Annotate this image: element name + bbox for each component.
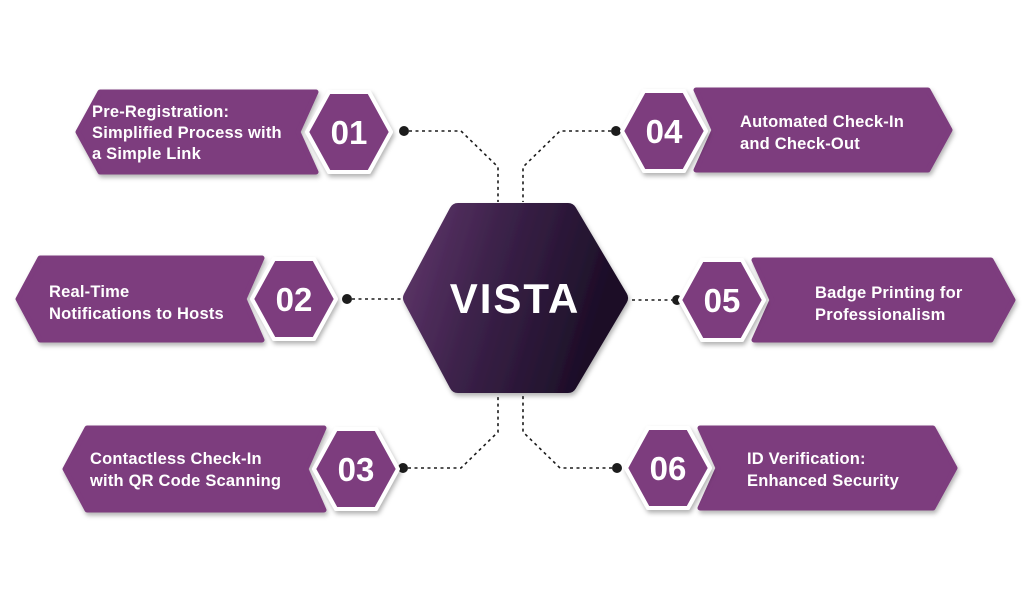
feature-banner-04 <box>693 87 953 173</box>
center-hexagon <box>403 203 628 393</box>
number-hexagon-04 <box>620 89 708 173</box>
feature-banner-02 <box>15 255 265 343</box>
number-label-03: 03 <box>338 451 375 488</box>
feature-text-02-line1: Real-Time <box>49 283 129 301</box>
connector-dot-06 <box>612 463 622 473</box>
feature-text-01-line1: Pre-Registration: <box>92 103 229 121</box>
feature-text-03-line1: Contactless Check-In <box>90 450 262 468</box>
feature-text-01-line3: a Simple Link <box>92 145 202 163</box>
connector-dot-02 <box>342 294 352 304</box>
connectors <box>342 126 682 473</box>
feature-text-04-line2: and Check-Out <box>740 135 860 153</box>
connector-dot-01 <box>399 126 409 136</box>
feature-text-06-line1: ID Verification: <box>747 450 866 468</box>
number-label-02: 02 <box>276 281 313 318</box>
feature-item-06: ID Verification: Enhanced Security 06 <box>624 425 958 511</box>
feature-text-05-line1: Badge Printing for <box>815 284 963 302</box>
feature-text-04-line1: Automated Check-In <box>740 113 904 131</box>
connector-line-06 <box>522 394 612 469</box>
connector-dot-03 <box>398 463 408 473</box>
connector-line-04 <box>522 130 611 202</box>
feature-item-02: Real-Time Notifications to Hosts 02 <box>15 255 338 343</box>
number-hexagon-01 <box>305 90 393 174</box>
feature-text-03-line2: with QR Code Scanning <box>89 472 281 490</box>
number-label-06: 06 <box>650 450 687 487</box>
center-hexagon-group: VISTA <box>403 203 628 393</box>
center-title: VISTA <box>450 275 581 322</box>
number-hexagon-05 <box>678 258 766 342</box>
connector-line-01 <box>409 130 499 202</box>
connector-line-03 <box>408 394 499 469</box>
feature-banner-05 <box>751 257 1016 343</box>
feature-item-04: Automated Check-In and Check-Out 04 <box>620 87 953 173</box>
number-hexagon-02 <box>250 257 338 341</box>
feature-item-03: Contactless Check-In with QR Code Scanni… <box>62 425 400 513</box>
connector-dot-04 <box>611 126 621 136</box>
feature-text-06-line2: Enhanced Security <box>747 472 900 490</box>
number-label-05: 05 <box>704 282 741 319</box>
feature-item-01: Pre-Registration: Simplified Process wit… <box>75 89 393 175</box>
number-label-01: 01 <box>331 114 368 151</box>
number-label-04: 04 <box>646 113 683 150</box>
feature-text-01-line2: Simplified Process with <box>92 124 282 142</box>
feature-text-05-line2: Professionalism <box>815 306 945 324</box>
number-hexagon-06 <box>624 426 712 510</box>
feature-banner-06 <box>697 425 958 511</box>
feature-text-02-line2: Notifications to Hosts <box>49 305 224 323</box>
number-hexagon-03 <box>312 427 400 511</box>
feature-banner-03 <box>62 425 327 513</box>
feature-item-05: Badge Printing for Professionalism 05 <box>678 257 1016 343</box>
feature-banner-01 <box>75 89 319 175</box>
